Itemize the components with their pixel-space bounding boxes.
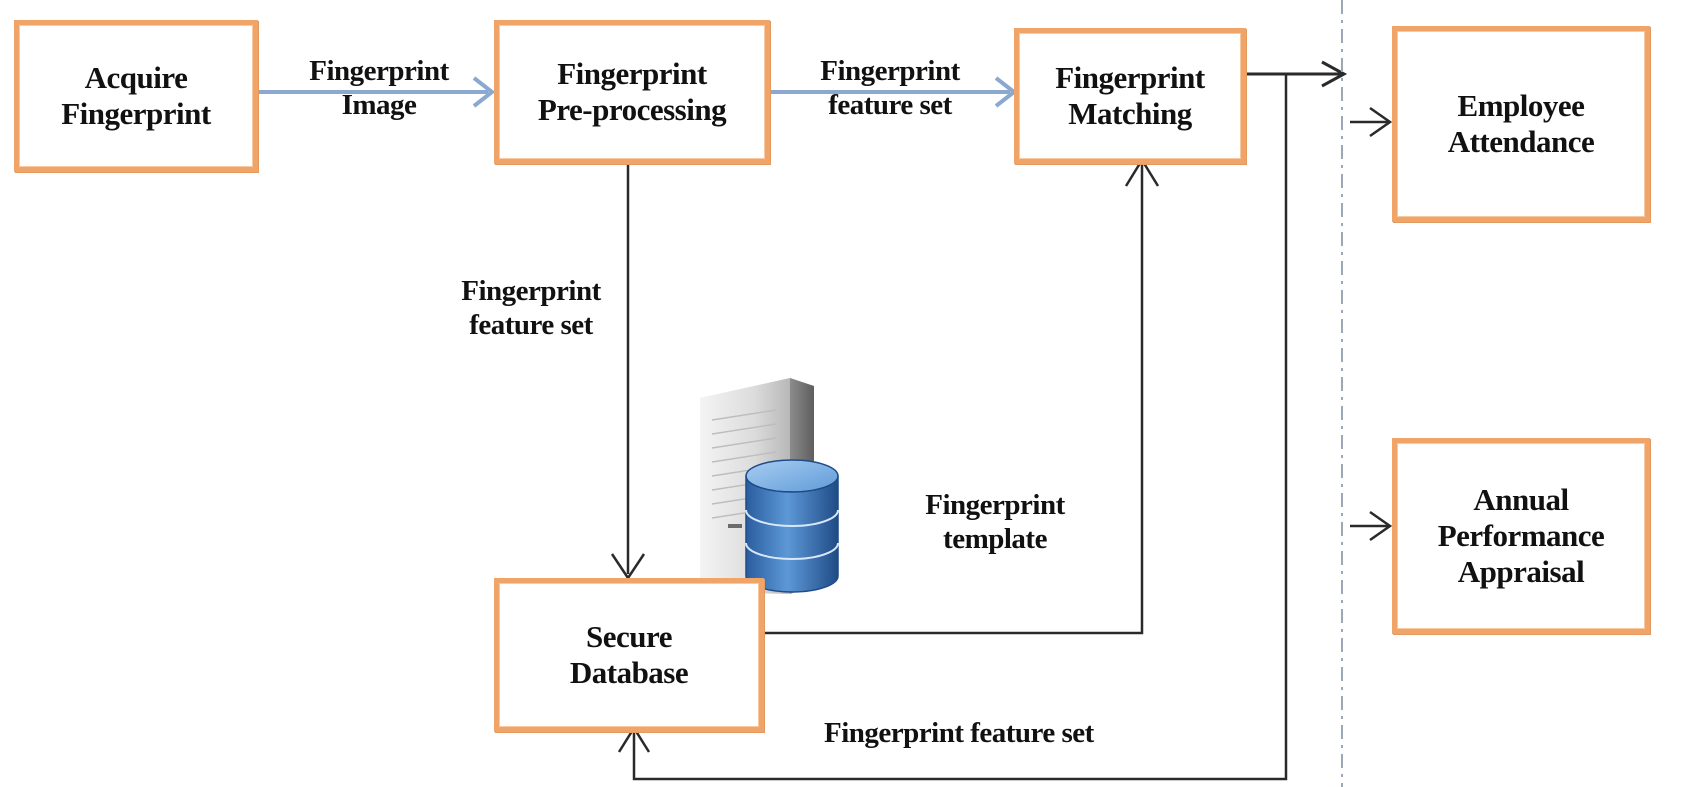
edge-label-feature-set-left: Fingerprint feature set [461,275,601,341]
arrow-to-appraisal [1350,510,1393,542]
edge-label-feature-set-top: Fingerprint feature set [820,55,960,121]
arrow-matching-output [1244,60,1348,88]
matching-label: Fingerprint Matching [1055,60,1205,131]
employee-attendance-box: Employee Attendance [1392,26,1650,222]
arrow-preprocessing-to-database [610,158,646,581]
edge-label-feature-set-bottom: Fingerprint feature set [824,717,1094,749]
acquire-fingerprint-label: Acquire Fingerprint [61,60,211,131]
acquire-fingerprint-box: Acquire Fingerprint [14,20,258,172]
secure-database-box: Secure Database [494,578,764,732]
matching-box: Fingerprint Matching [1014,28,1246,164]
arrow-acquire-to-preprocessing [257,76,496,108]
annual-appraisal-box: Annual Performance Appraisal [1392,438,1650,634]
secure-database-label: Secure Database [569,619,689,690]
server-database-icon [700,378,839,594]
annual-appraisal-label: Annual Performance Appraisal [1437,482,1605,589]
preprocessing-label: Fingerprint Pre-processing [537,56,727,127]
edge-label-image: Fingerprint Image [309,55,449,121]
employee-attendance-label: Employee Attendance [1447,88,1595,159]
arrow-to-attendance [1350,106,1393,138]
preprocessing-box: Fingerprint Pre-processing [494,20,770,164]
edge-label-template: Fingerprint template [925,489,1065,555]
